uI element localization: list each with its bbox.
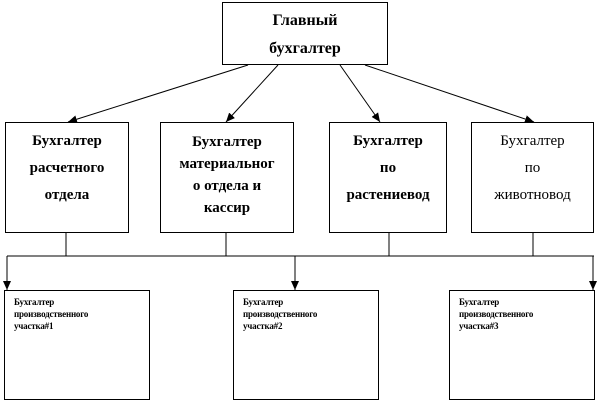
site-2-accountant-label: Бухгалтер производственного участка#2 bbox=[243, 297, 318, 331]
payroll-accountant-box: Бухгалтер расчетного отдела bbox=[5, 122, 129, 233]
livestock-accountant-box: Бухгалтер по животновод bbox=[471, 122, 594, 233]
site-2-accountant-box: Бухгалтер производственного участка#2 bbox=[233, 290, 379, 400]
arrow-chief-to-materials bbox=[225, 64, 279, 123]
site-3-accountant-box: Бухгалтер производственного участка#3 bbox=[449, 290, 595, 400]
crop-accountant-label: Бухгалтер по растениевод bbox=[346, 133, 430, 203]
chief-accountant-box: Главный бухгалтер bbox=[222, 2, 388, 65]
site-3-accountant-label: Бухгалтер производственного участка#3 bbox=[459, 297, 534, 331]
site-1-accountant-label: Бухгалтер производственного участка#1 bbox=[14, 297, 89, 331]
chief-accountant-label: Главный бухгалтер bbox=[269, 12, 341, 57]
livestock-accountant-label: Бухгалтер по животновод bbox=[494, 133, 571, 203]
materials-accountant-box: Бухгалтер материальног о отдела и кассир bbox=[160, 122, 294, 233]
materials-accountant-label: Бухгалтер материальног о отдела и кассир bbox=[179, 134, 275, 216]
site-1-accountant-box: Бухгалтер производственного участка#1 bbox=[4, 290, 150, 400]
arrow-chief-to-crop bbox=[339, 64, 381, 123]
arrow-chief-to-payroll bbox=[67, 64, 249, 124]
crop-accountant-box: Бухгалтер по растениевод bbox=[329, 122, 447, 233]
payroll-accountant-label: Бухгалтер расчетного отдела bbox=[29, 133, 105, 203]
arrow-chief-to-livestock bbox=[364, 64, 535, 123]
